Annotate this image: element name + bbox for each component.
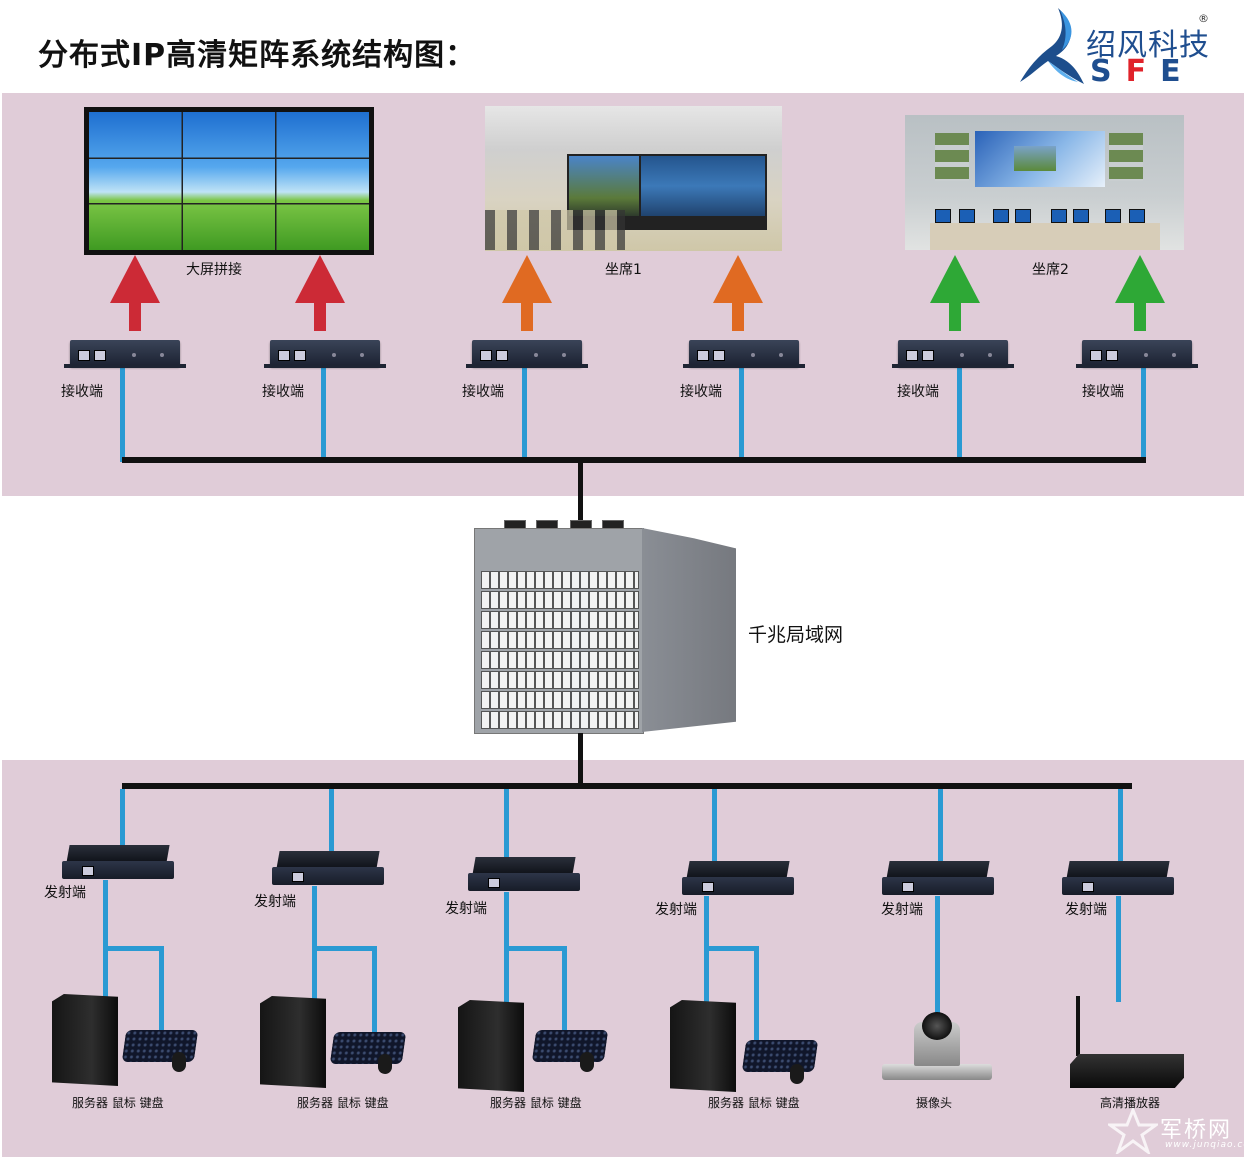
receiver-label: 接收端 bbox=[897, 384, 939, 400]
transmitter-label: 发射端 bbox=[655, 902, 697, 918]
receiver-device bbox=[1076, 340, 1198, 368]
transmitter-device bbox=[682, 861, 794, 897]
transmitter-device bbox=[62, 845, 174, 881]
network-cable bbox=[120, 366, 125, 462]
hd-player-icon bbox=[1070, 996, 1184, 1088]
page-title: 分布式IP高清矩阵系统结构图： bbox=[38, 38, 477, 73]
network-cable bbox=[739, 366, 744, 462]
keyboard-icon bbox=[329, 1032, 407, 1064]
camera-icon bbox=[882, 1012, 992, 1080]
network-cable bbox=[159, 946, 164, 1032]
transmitter-label: 发射端 bbox=[445, 901, 487, 917]
receiver-label: 接收端 bbox=[262, 384, 304, 400]
source-label: 高清播放器 bbox=[1100, 1096, 1161, 1110]
server-tower-icon bbox=[260, 996, 326, 1088]
transmitter-device bbox=[1062, 861, 1174, 897]
receiver-device bbox=[64, 340, 186, 368]
downlink-line bbox=[578, 733, 583, 787]
uplink-line bbox=[578, 460, 583, 526]
receiver-device bbox=[892, 340, 1014, 368]
arrow-up-icon bbox=[110, 255, 160, 331]
receiver-bus-line bbox=[122, 457, 1146, 463]
transmitter-label: 发射端 bbox=[1065, 902, 1107, 918]
receiver-label: 接收端 bbox=[680, 384, 722, 400]
logo-letter-f: F bbox=[1125, 54, 1161, 89]
network-cable bbox=[935, 896, 940, 1016]
receiver-device bbox=[466, 340, 588, 368]
server-tower-icon bbox=[458, 1000, 524, 1092]
network-cable bbox=[712, 789, 717, 861]
network-cable bbox=[504, 789, 509, 857]
transmitter-device bbox=[882, 861, 994, 897]
transmitter-device bbox=[272, 851, 384, 887]
receiver-device bbox=[264, 340, 386, 368]
logo-chinese-name: 绍风科技 bbox=[1086, 28, 1210, 63]
keyboard-icon bbox=[531, 1030, 609, 1062]
seat1-room-image bbox=[485, 106, 782, 251]
mouse-icon bbox=[790, 1064, 804, 1084]
mouse-icon bbox=[378, 1054, 392, 1074]
network-cable bbox=[754, 946, 759, 1042]
transmitter-device bbox=[468, 857, 580, 893]
mouse-icon bbox=[172, 1052, 186, 1072]
display-label-video-wall: 大屏拼接 bbox=[186, 262, 242, 278]
network-cable bbox=[522, 366, 527, 462]
network-cable bbox=[329, 789, 334, 851]
network-cable bbox=[1141, 366, 1146, 462]
display-label-seat2: 坐席2 bbox=[1032, 262, 1069, 278]
network-cable bbox=[312, 886, 317, 1002]
receiver-device bbox=[683, 340, 805, 368]
network-switch-image bbox=[474, 520, 736, 734]
source-zone-band bbox=[2, 760, 1244, 1157]
source-label: 服务器 鼠标 键盘 bbox=[490, 1096, 582, 1110]
server-tower-icon bbox=[52, 994, 118, 1086]
transmitter-bus-line bbox=[122, 783, 1132, 789]
source-label: 服务器 鼠标 键盘 bbox=[297, 1096, 389, 1110]
network-cable bbox=[103, 946, 163, 951]
network-label: 千兆局域网 bbox=[748, 624, 844, 646]
keyboard-icon bbox=[121, 1030, 199, 1062]
display-label-seat1: 坐席1 bbox=[605, 262, 642, 278]
network-cable bbox=[704, 946, 758, 951]
logo-letter-s: S bbox=[1090, 54, 1126, 89]
network-cable bbox=[120, 789, 125, 845]
video-wall-image bbox=[84, 107, 374, 255]
receiver-label: 接收端 bbox=[1082, 384, 1124, 400]
arrow-up-icon bbox=[295, 255, 345, 331]
watermark-text: 军桥网 bbox=[1160, 1118, 1233, 1143]
transmitter-label: 发射端 bbox=[44, 885, 86, 901]
network-cable bbox=[504, 946, 566, 951]
source-label: 服务器 鼠标 键盘 bbox=[708, 1096, 800, 1110]
transmitter-label: 发射端 bbox=[254, 894, 296, 910]
logo-letter-e: E bbox=[1160, 54, 1195, 89]
network-cable bbox=[312, 946, 376, 951]
seat2-room-image bbox=[905, 115, 1184, 250]
registered-mark: ® bbox=[1198, 12, 1209, 25]
sfe-logo-icon bbox=[1018, 6, 1088, 86]
source-label: 摄像头 bbox=[916, 1096, 953, 1110]
logo-english-name: SFE bbox=[1090, 54, 1195, 89]
network-cable bbox=[321, 366, 326, 462]
server-tower-icon bbox=[670, 1000, 736, 1092]
transmitter-label: 发射端 bbox=[881, 902, 923, 918]
arrow-up-icon bbox=[930, 255, 980, 331]
receiver-label: 接收端 bbox=[61, 384, 103, 400]
network-cable bbox=[372, 946, 377, 1036]
mouse-icon bbox=[580, 1052, 594, 1072]
watermark-star-icon bbox=[1105, 1105, 1238, 1157]
network-cable bbox=[1118, 789, 1123, 861]
network-cable bbox=[562, 946, 567, 1032]
receiver-label: 接收端 bbox=[462, 384, 504, 400]
watermark-url: www.junqiao.com bbox=[1165, 1140, 1244, 1150]
arrow-up-icon bbox=[502, 255, 552, 331]
network-cable bbox=[938, 789, 943, 861]
source-label: 服务器 鼠标 键盘 bbox=[72, 1096, 164, 1110]
arrow-up-icon bbox=[1115, 255, 1165, 331]
arrow-up-icon bbox=[713, 255, 763, 331]
network-cable bbox=[1116, 896, 1121, 1002]
keyboard-icon bbox=[741, 1040, 819, 1072]
network-cable bbox=[957, 366, 962, 462]
network-cable bbox=[103, 880, 108, 998]
